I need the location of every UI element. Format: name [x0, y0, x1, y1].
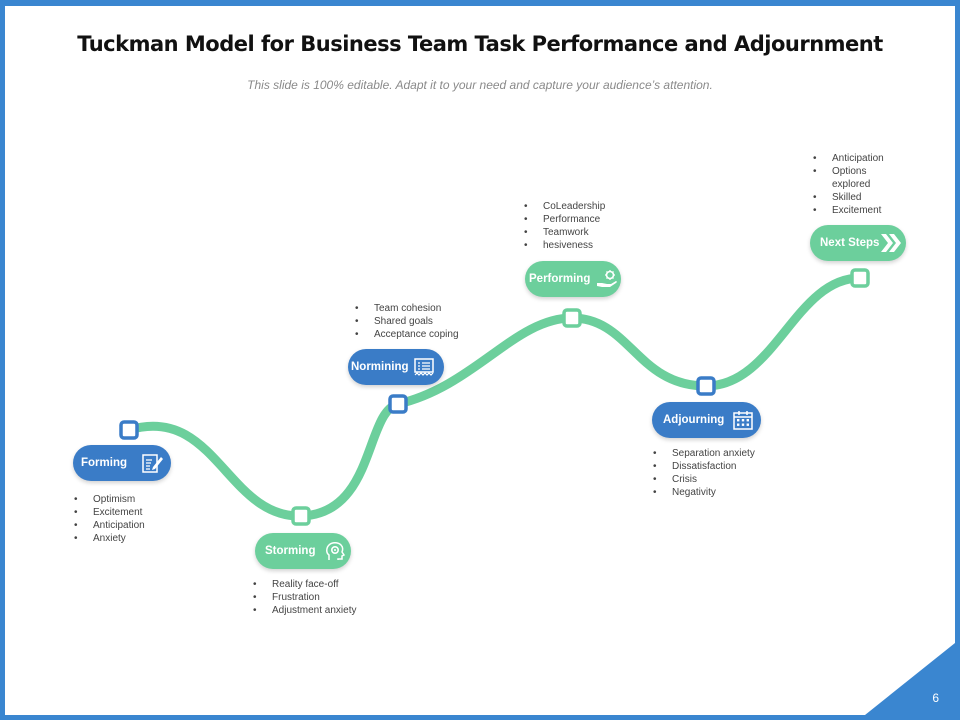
stage-pill-normining: Normining	[348, 349, 444, 385]
stage-label-adjourning: Adjourning	[663, 414, 725, 426]
slide-subtitle: This slide is 100% editable. Adapt it to…	[247, 78, 713, 92]
list-item: Reality face-off	[253, 578, 413, 591]
list-item: Excitement	[813, 204, 923, 217]
node-marker-normining	[388, 394, 408, 414]
list-item: Anxiety	[74, 532, 214, 545]
stage-bullets-next-steps: Anticipation Options explored Skilled Ex…	[813, 152, 923, 217]
list-item: Excitement	[74, 506, 214, 519]
list-item: Separation anxiety	[653, 447, 813, 460]
list-item: Dissatisfaction	[653, 460, 813, 473]
page-corner-triangle	[865, 643, 955, 715]
head-gear-icon	[326, 542, 346, 560]
edit-document-icon	[142, 454, 163, 473]
list-item: Teamwork	[524, 226, 674, 239]
list-item: Acceptance coping	[355, 328, 515, 341]
double-chevron-right-icon	[881, 234, 901, 252]
stage-pill-performing: Performing	[525, 261, 621, 297]
stage-bullets-storming: Reality face-off Frustration Adjustment …	[253, 578, 413, 617]
calendar-icon	[733, 411, 753, 430]
list-item: Crisis	[653, 473, 813, 486]
list-item: Adjustment anxiety	[253, 604, 413, 617]
list-item: Optimism	[74, 493, 214, 506]
stage-bullets-normining: Team cohesion Shared goals Acceptance co…	[355, 302, 515, 341]
stage-label-next-steps: Next Steps	[820, 237, 880, 249]
stage-curve	[119, 268, 870, 526]
stage-label-normining: Normining	[351, 361, 409, 373]
stage-label-performing: Performing	[529, 273, 591, 285]
list-item: Skilled	[813, 191, 923, 204]
hand-gear-icon	[597, 270, 617, 287]
list-item: Negativity	[653, 486, 813, 499]
node-marker-storming	[291, 506, 311, 526]
stage-label-storming: Storming	[265, 545, 316, 557]
list-item: CoLeadership	[524, 200, 674, 213]
stage-pill-storming: Storming	[255, 533, 351, 569]
checklist-icon	[414, 358, 434, 376]
list-item: Shared goals	[355, 315, 515, 328]
stage-bullets-performing: CoLeadership Performance Teamwork hesive…	[524, 200, 674, 252]
list-item: Anticipation	[813, 152, 923, 165]
curve-path	[124, 273, 865, 521]
list-item: Team cohesion	[355, 302, 515, 315]
stage-pill-forming: Forming	[73, 445, 171, 481]
node-marker-adjourning	[696, 376, 716, 396]
list-item: Frustration	[253, 591, 413, 604]
list-item: Performance	[524, 213, 674, 226]
node-marker-next-steps	[850, 268, 870, 288]
slide-title: Tuckman Model for Business Team Task Per…	[77, 32, 883, 56]
node-marker-performing	[562, 308, 582, 328]
list-item: hesiveness	[524, 239, 674, 252]
stage-label-forming: Forming	[81, 457, 127, 469]
stage-pill-next-steps: Next Steps	[810, 225, 906, 261]
list-item: Anticipation	[74, 519, 214, 532]
node-marker-forming	[119, 420, 139, 440]
stage-pill-adjourning: Adjourning	[652, 402, 761, 438]
stage-bullets-forming: Optimism Excitement Anticipation Anxiety	[74, 493, 214, 545]
stage-bullets-adjourning: Separation anxiety Dissatisfaction Crisi…	[653, 447, 813, 499]
page-number: 6	[932, 691, 939, 705]
list-item: Options explored	[813, 165, 884, 191]
